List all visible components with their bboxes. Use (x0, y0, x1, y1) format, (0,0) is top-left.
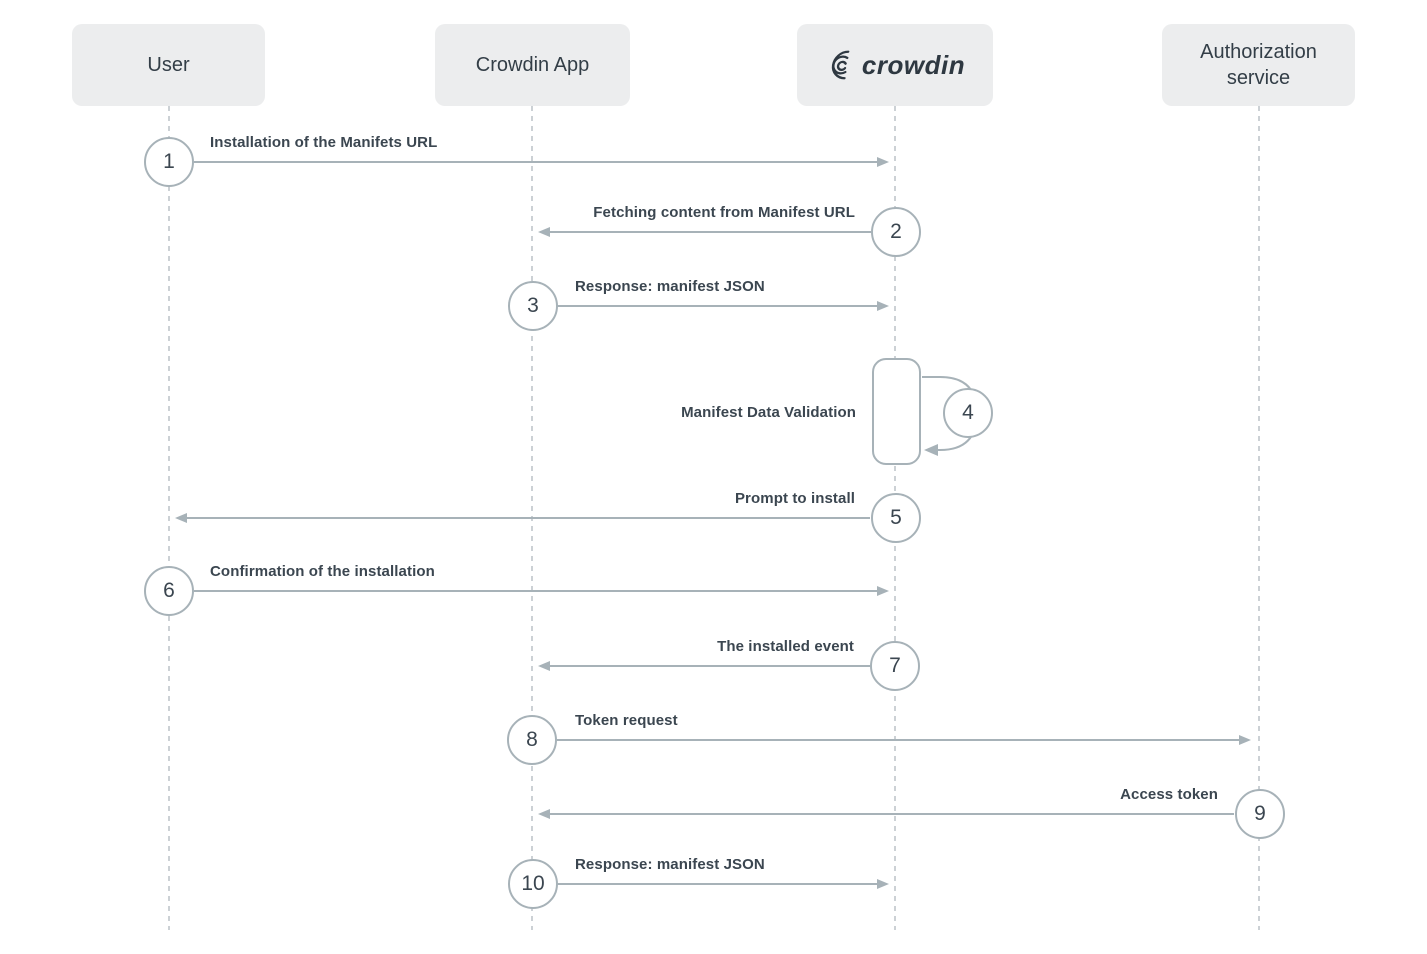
lifeline-authorization-service (1258, 106, 1260, 930)
message-1-label: Installation of the Manifets URL (210, 134, 438, 151)
step-3-circle: 3 (508, 281, 558, 331)
step-1-circle: 1 (144, 137, 194, 187)
step-2-number: 2 (890, 220, 902, 243)
step-3-number: 3 (527, 294, 539, 317)
step-6-number: 6 (163, 579, 175, 602)
message-5-line (187, 517, 870, 519)
message-10-line (557, 883, 877, 885)
step-8-circle: 8 (507, 715, 557, 765)
crowdin-logo: crowdin (825, 46, 965, 84)
arrow-right-icon (877, 157, 889, 167)
step-4-number: 4 (962, 401, 974, 424)
step-10-number: 10 (521, 872, 545, 895)
step-5-circle: 5 (871, 493, 921, 543)
actor-crowdin-box: crowdin (797, 24, 993, 106)
message-5-label: Prompt to install (734, 490, 855, 507)
crowdin-logo-icon (831, 50, 850, 80)
message-2-label: Fetching content from Manifest URL (593, 204, 855, 221)
message-2-line (550, 231, 871, 233)
message-3-line (557, 305, 877, 307)
actor-authorization-service-box: Authorization service (1162, 24, 1355, 106)
arrow-right-icon (877, 879, 889, 889)
message-7-label: The installed event (717, 638, 854, 655)
step-1-number: 1 (163, 150, 175, 173)
step-8-number: 8 (526, 728, 538, 751)
message-4-label: Manifest Data Validation (681, 404, 856, 421)
step-7-number: 7 (889, 654, 901, 677)
step-5-number: 5 (890, 506, 902, 529)
message-9-label: Access token (1120, 786, 1218, 803)
message-1-line (194, 161, 877, 163)
actor-crowdin-app-box: Crowdin App (435, 24, 630, 106)
message-8-label: Token request (575, 712, 678, 729)
actor-user-label: User (147, 54, 190, 76)
arrow-left-icon (538, 661, 550, 671)
arrow-right-icon (1239, 735, 1251, 745)
step-9-circle: 9 (1235, 789, 1285, 839)
crowdin-logo-text: crowdin (861, 50, 966, 80)
message-6-label: Confirmation of the installation (210, 563, 435, 580)
step-10-circle: 10 (508, 859, 558, 909)
arrow-right-icon (877, 586, 889, 596)
message-10-label: Response: manifest JSON (575, 856, 765, 873)
message-3-label: Response: manifest JSON (575, 278, 765, 295)
message-9-line (550, 813, 1234, 815)
step-4-circle: 4 (943, 388, 993, 438)
arrow-right-icon (877, 301, 889, 311)
arrow-left-icon (538, 227, 550, 237)
step-7-circle: 7 (870, 641, 920, 691)
activation-bar (872, 358, 921, 465)
message-8-line (557, 739, 1239, 741)
actor-crowdin-app-label: Crowdin App (475, 54, 590, 76)
step-2-circle: 2 (871, 207, 921, 257)
step-6-circle: 6 (144, 566, 194, 616)
actor-authorization-service-label: Authorization service (1200, 41, 1317, 89)
arrow-left-icon (175, 513, 187, 523)
actor-user-box: User (72, 24, 265, 106)
message-6-line (194, 590, 877, 592)
step-9-number: 9 (1254, 802, 1266, 825)
arrow-left-icon (538, 809, 550, 819)
message-7-line (550, 665, 870, 667)
lifeline-user (168, 106, 170, 930)
